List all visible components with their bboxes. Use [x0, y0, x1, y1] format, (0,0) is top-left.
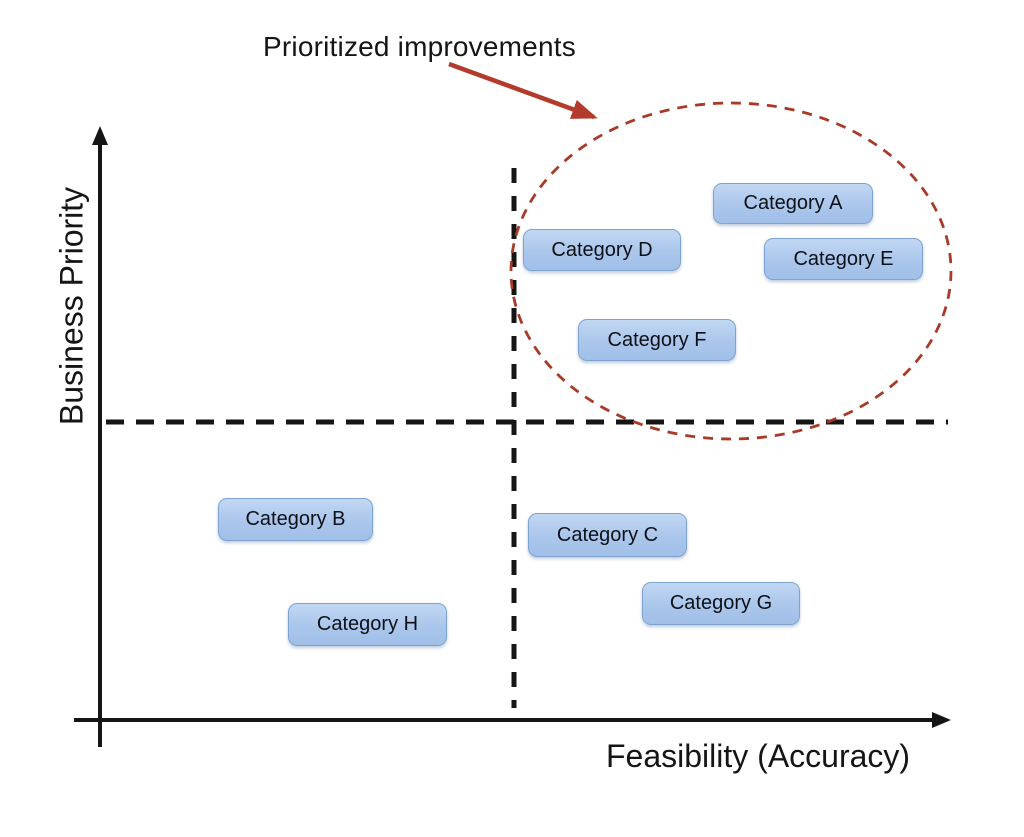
- y-axis: [92, 126, 108, 747]
- y-axis-arrowhead-icon: [92, 126, 108, 145]
- annotation-label: Prioritized improvements: [263, 31, 576, 62]
- category-box-h: Category H: [288, 603, 447, 646]
- category-box-b: Category B: [218, 498, 373, 541]
- x-axis-arrowhead-icon: [932, 712, 951, 728]
- category-box-d: Category D: [523, 229, 681, 271]
- annotation-arrow-icon: [448, 61, 598, 120]
- category-box-g: Category G: [642, 582, 800, 625]
- y-axis-label: Business Priority: [53, 186, 90, 426]
- prioritized-ellipse: [509, 101, 953, 441]
- category-box-f: Category F: [578, 319, 736, 361]
- x-axis: [74, 712, 951, 728]
- category-box-c: Category C: [528, 513, 687, 557]
- category-box-a: Category A: [713, 183, 873, 224]
- category-box-e: Category E: [764, 238, 923, 280]
- x-axis-label: Feasibility (Accuracy): [606, 738, 911, 774]
